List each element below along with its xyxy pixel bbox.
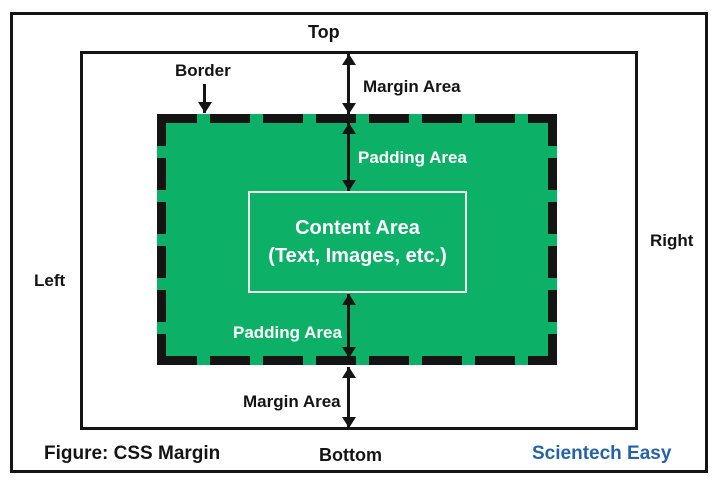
margin-area-bottom-label: Margin Area	[243, 392, 341, 411]
padding-area-bottom-label: Padding Area	[233, 323, 342, 342]
content-area-subtitle: (Text, Images, etc.)	[268, 245, 447, 267]
bottom-label: Bottom	[319, 445, 382, 465]
padding-top-arrow	[341, 123, 356, 191]
top-label: Top	[308, 22, 340, 42]
padding-bottom-arrow	[341, 294, 356, 358]
dashed-border-right-edge	[548, 114, 557, 365]
figure-caption: Figure: CSS Margin	[44, 443, 221, 464]
left-label: Left	[34, 271, 66, 290]
padding-area-box	[157, 114, 557, 365]
margin-top-arrow	[341, 54, 356, 114]
brand-text: Scientech Easy	[532, 443, 672, 464]
right-label: Right	[650, 231, 694, 250]
margin-bottom-arrow	[341, 367, 356, 428]
margin-area-top-label: Margin Area	[363, 77, 461, 96]
dashed-border-bottom-edge	[157, 356, 557, 365]
content-area-title: Content Area	[295, 217, 420, 239]
content-area-box: Content Area (Text, Images, etc.)	[248, 191, 467, 293]
dashed-border-top-edge	[157, 114, 557, 123]
dashed-border-left-edge	[157, 114, 166, 365]
border-pointer-arrow	[197, 84, 212, 113]
padding-area-top-label: Padding Area	[358, 148, 467, 167]
border-label: Border	[175, 61, 231, 80]
